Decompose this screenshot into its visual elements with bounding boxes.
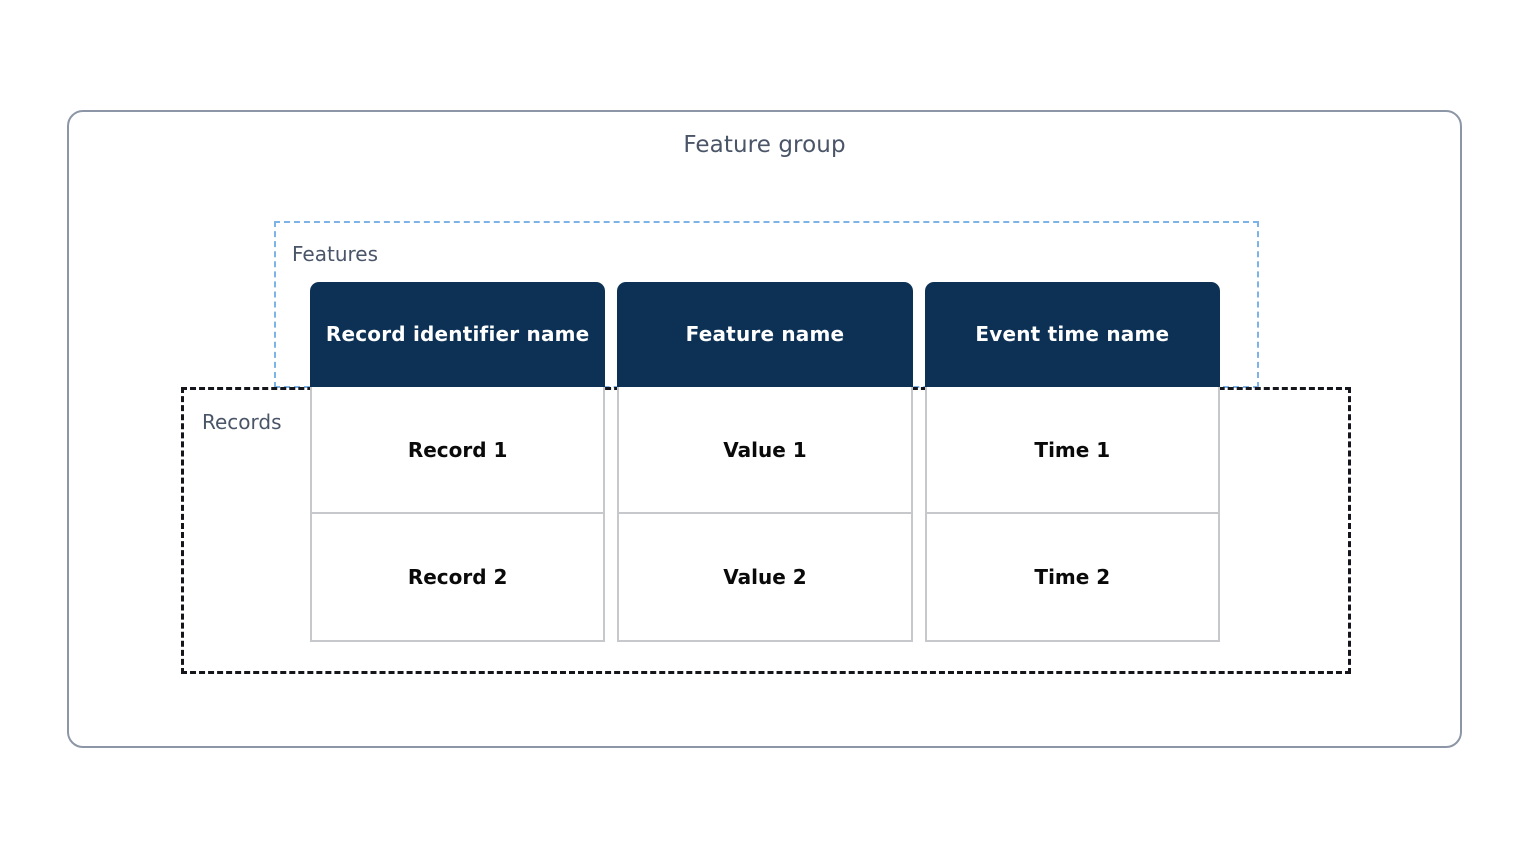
table-column-event-time-name: Event time name Time 1 Time 2 xyxy=(924,282,1220,642)
feature-table: Record identifier name Record 1 Record 2… xyxy=(310,282,1220,642)
table-cell: Value 2 xyxy=(617,514,913,642)
column-header-record-identifier-name: Record identifier name xyxy=(310,282,606,387)
table-cell: Record 1 xyxy=(310,386,606,515)
feature-group-title: Feature group xyxy=(683,132,846,158)
records-group-label: Records xyxy=(202,410,282,434)
column-header-feature-name: Feature name xyxy=(617,282,913,387)
table-cell: Time 1 xyxy=(924,386,1220,515)
table-column-record-identifier: Record identifier name Record 1 Record 2 xyxy=(310,282,606,642)
table-column-feature-name: Feature name Value 1 Value 2 xyxy=(617,282,913,642)
table-cell: Time 2 xyxy=(924,514,1220,642)
features-group-label: Features xyxy=(292,242,378,266)
column-header-event-time-name: Event time name xyxy=(924,282,1220,387)
table-cell: Value 1 xyxy=(617,386,913,515)
table-cell: Record 2 xyxy=(310,514,606,642)
